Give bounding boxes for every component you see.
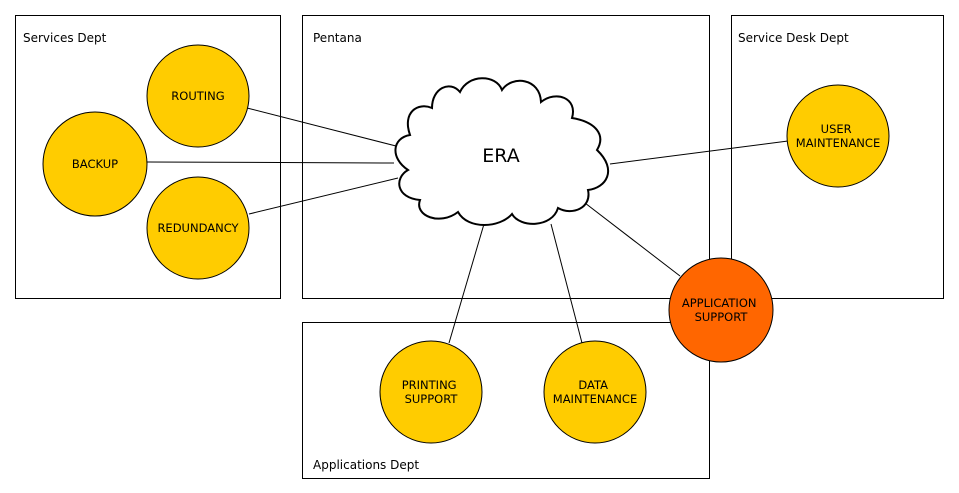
node-application-support-circle (668, 257, 774, 363)
dept-services-label: Services Dept (23, 31, 107, 45)
node-data-maintenance: DATA MAINTENANCE (543, 340, 647, 444)
node-redundancy-circle (146, 176, 250, 280)
dept-applications: Applications Dept (302, 322, 710, 479)
node-routing: ROUTING (146, 44, 250, 148)
dept-pentana: Pentana (302, 15, 710, 299)
node-backup-label: BACKUP (72, 157, 118, 171)
connector-data-maintenance (550, 223, 583, 344)
node-backup-circle (42, 111, 148, 217)
node-backup: BACKUP (42, 111, 148, 217)
node-application-support: APPLICATION SUPPORT (668, 257, 774, 363)
connector-routing (246, 107, 397, 147)
node-user-maintenance-circle (786, 84, 890, 188)
node-printing-support-label: PRINTING SUPPORT (402, 378, 461, 406)
node-data-maintenance-label: DATA MAINTENANCE (553, 378, 637, 406)
connector-printing-support (448, 223, 485, 344)
dept-applications-box (302, 322, 710, 479)
dept-pentana-label: Pentana (313, 31, 362, 45)
node-routing-circle (146, 44, 250, 148)
node-user-maintenance: USER MAINTENANCE (786, 84, 890, 188)
connector-user-maintenance (609, 140, 789, 165)
node-redundancy: REDUNDANCY (146, 176, 250, 280)
node-user-maintenance-label: USER MAINTENANCE (796, 122, 880, 150)
node-printing-support: PRINTING SUPPORT (379, 340, 483, 444)
dept-service-desk-label: Service Desk Dept (738, 31, 849, 45)
hub-era-label: ERA (482, 145, 519, 167)
node-data-maintenance-circle (543, 340, 647, 444)
connector-backup (146, 161, 395, 164)
hub-era: ERA (394, 77, 609, 226)
node-application-support-label: APPLICATION SUPPORT (682, 296, 760, 324)
node-routing-label: ROUTING (171, 89, 224, 103)
connector-application-support (584, 202, 681, 277)
node-printing-support-circle (379, 340, 483, 444)
dept-applications-label: Applications Dept (313, 458, 419, 472)
cloud-icon (394, 77, 609, 226)
connector-redundancy (248, 177, 399, 215)
connectors (146, 107, 789, 344)
node-redundancy-label: REDUNDANCY (157, 221, 239, 235)
